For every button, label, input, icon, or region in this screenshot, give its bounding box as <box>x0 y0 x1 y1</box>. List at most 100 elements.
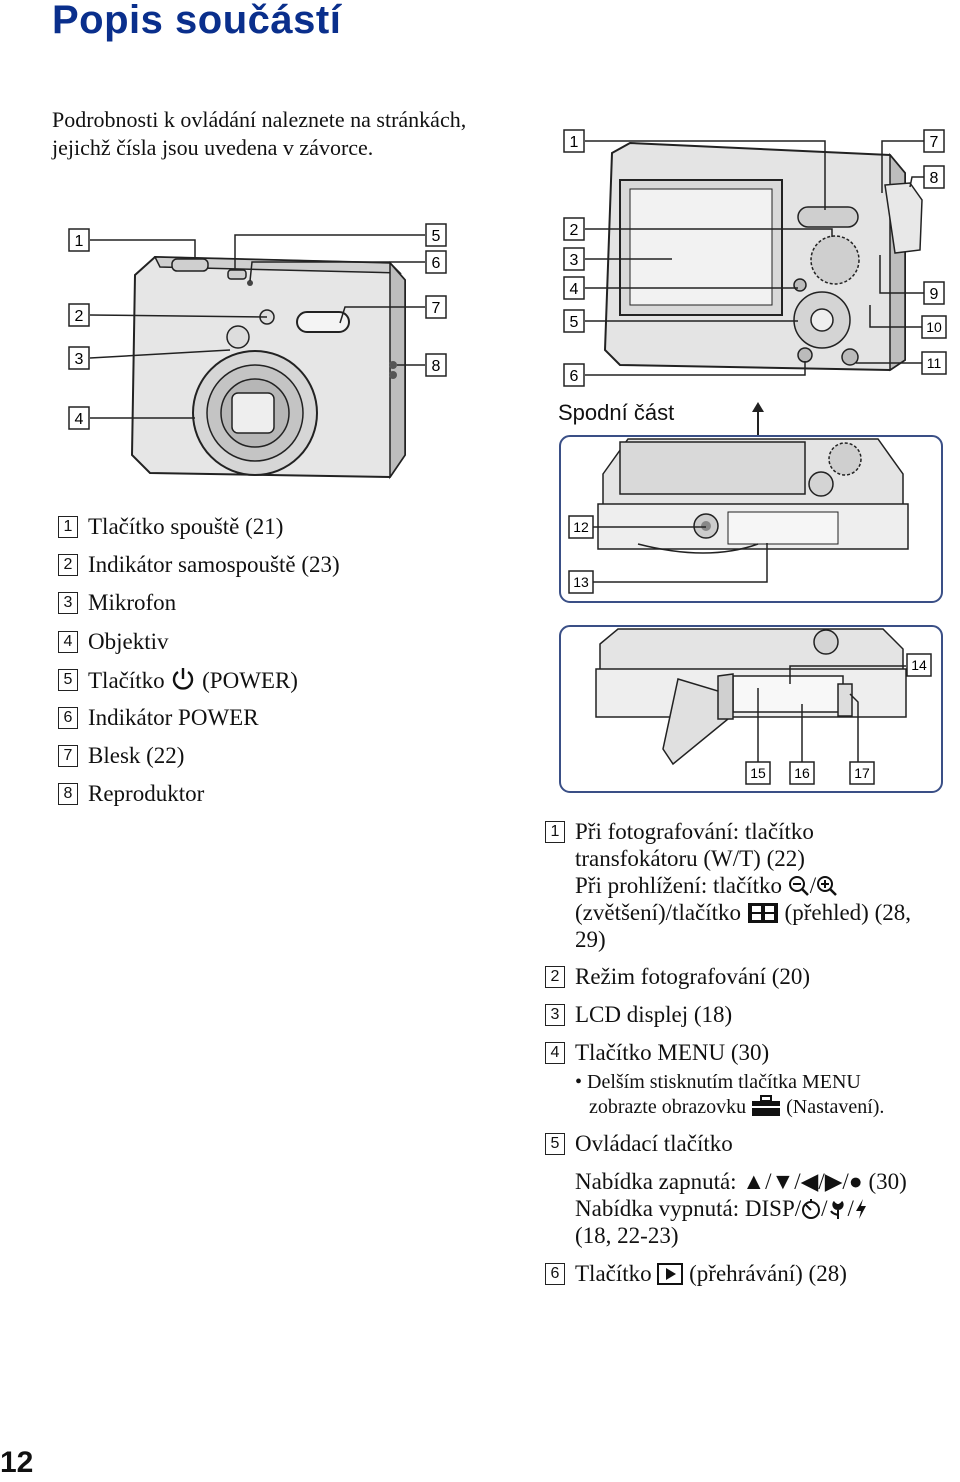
list-item: 3 Mikrofon <box>58 589 498 627</box>
back-callout-3: 3 <box>570 252 579 269</box>
note-line: • Delším stisknutím tlačítka MENU <box>575 1071 861 1093</box>
item-text-before: Tlačítko <box>88 667 165 693</box>
list-item: 8 Reproduktor <box>58 780 498 818</box>
item-text: Tlačítko (POWER) <box>88 666 298 694</box>
item-number: 5 <box>58 668 78 691</box>
item-number: 2 <box>545 966 565 988</box>
bottom-callout-12: 12 <box>573 519 589 535</box>
back-callout-2: 2 <box>570 222 579 239</box>
battery-callout-16: 16 <box>794 765 810 781</box>
back-callout-8: 8 <box>930 170 939 187</box>
list-item: 6 Tlačítko (přehrávání) (28) <box>545 1260 960 1287</box>
item-text: Tlačítko (přehrávání) (28) <box>575 1260 847 1287</box>
item-text: Objektiv <box>88 628 169 654</box>
note-text: Nabídka zapnutá: ▲/▼/◀/▶/● <box>575 1169 863 1194</box>
item-line: Při fotografování: tlačítko <box>575 819 814 844</box>
front-callout-3: 3 <box>75 351 84 368</box>
list-item: 3 LCD displej (18) <box>545 1001 960 1028</box>
toolbox-icon <box>752 1095 781 1116</box>
item-text-after: (přehrávání) (28) <box>689 1261 847 1286</box>
list-item: 1 Při fotografování: tlačítko transfokát… <box>545 818 960 953</box>
note-line: zobrazte obrazovku (Nastavení). <box>575 1095 960 1120</box>
back-callout-4: 4 <box>570 281 579 298</box>
separator: / <box>821 1196 828 1221</box>
page-title: Popis součástí <box>52 0 342 42</box>
list-item: 1 Tlačítko spouště (21) <box>58 513 498 551</box>
front-callout-4: 4 <box>75 411 84 428</box>
back-callout-10: 10 <box>926 319 942 335</box>
back-callout-1: 1 <box>570 134 579 151</box>
item-text-after: (POWER) <box>202 667 298 693</box>
back-callout-9: 9 <box>930 286 939 303</box>
list-item: 4 Objektiv <box>58 628 498 666</box>
list-item: 2 Indikátor samospouště (23) <box>58 551 498 589</box>
note-line: Nabídka zapnutá: ▲/▼/◀/▶/● (30) <box>575 1168 960 1195</box>
front-callout-2: 2 <box>75 308 84 325</box>
battery-callout-15: 15 <box>750 765 766 781</box>
bottom-view-label: Spodní část <box>558 400 675 425</box>
separator: / <box>809 873 817 898</box>
list-item: 7 Blesk (22) <box>58 742 498 780</box>
item-text: Tlačítko spouště (21) <box>88 514 284 539</box>
note-text: (Nastavení). <box>786 1096 885 1118</box>
flash-icon <box>855 1199 866 1219</box>
note-text: zobrazte obrazovku <box>589 1096 747 1118</box>
item-text: Při fotografování: tlačítko transfokátor… <box>575 818 911 953</box>
item-number: 6 <box>545 1263 565 1285</box>
item-number: 1 <box>545 821 565 843</box>
self-timer-icon <box>802 1199 821 1219</box>
list-item: 5 Ovládací tlačítko <box>545 1130 960 1157</box>
intro-text: Podrobnosti k ovládání naleznete na strá… <box>52 107 467 160</box>
item-text: Blesk (22) <box>88 743 185 769</box>
zoom-in-icon <box>817 876 837 896</box>
item-number: 4 <box>545 1042 565 1064</box>
list-item: 6 Indikátor POWER <box>58 704 498 742</box>
item-text: Reproduktor <box>88 781 205 807</box>
camera-bottom-illustration: 12 13 <box>559 435 943 603</box>
item-number: 5 <box>545 1133 565 1155</box>
front-callout-1: 1 <box>75 233 84 250</box>
item-text: Ovládací tlačítko <box>575 1131 733 1156</box>
item-line: transfokátoru (W/T) (22) <box>575 846 805 871</box>
macro-flower-icon <box>829 1201 844 1219</box>
item-number: 3 <box>545 1004 565 1026</box>
item-number: 2 <box>58 554 78 577</box>
item-note: Nabídka zapnutá: ▲/▼/◀/▶/● (30) Nabídka … <box>575 1168 960 1249</box>
battery-callout-17: 17 <box>854 765 870 781</box>
item-line-text: (přehled) (28, <box>784 900 911 925</box>
note-line: Nabídka vypnutá: DISP/ / / <box>575 1195 960 1222</box>
camera-back-illustration: 1 2 3 4 5 6 7 8 9 10 11 <box>563 129 947 387</box>
front-callout-8: 8 <box>432 358 441 375</box>
item-number: 6 <box>58 706 78 729</box>
separator: / <box>847 1196 854 1221</box>
front-parts-list: 1 Tlačítko spouště (21) 2 Indikátor samo… <box>58 513 498 819</box>
page-number: 12 <box>0 1446 34 1479</box>
back-callout-5: 5 <box>570 314 579 331</box>
list-item: 2 Režim fotografování (20) <box>545 963 960 990</box>
item-line: (zvětšení)/tlačítko (přehled) (28, <box>575 899 911 926</box>
item-number: 8 <box>58 783 78 806</box>
front-callout-7: 7 <box>432 300 441 317</box>
list-item: 5 Tlačítko (POWER) <box>58 666 498 704</box>
back-callout-badges: 1 2 3 4 5 6 7 8 9 10 11 <box>563 129 947 387</box>
item-text: Režim fotografování (20) <box>575 964 811 989</box>
power-icon <box>173 667 194 690</box>
front-callout-badges: 1 2 3 4 5 6 7 8 <box>68 223 447 430</box>
index-grid-icon <box>747 903 778 923</box>
play-icon <box>657 1263 684 1285</box>
back-parts-list: 1 Při fotografování: tlačítko transfokát… <box>545 818 960 1287</box>
battery-callout-14: 14 <box>911 657 927 673</box>
front-callout-6: 6 <box>432 255 441 272</box>
item-line-text: (zvětšení)/tlačítko <box>575 900 742 925</box>
back-callout-11: 11 <box>927 355 942 371</box>
note-line: (18, 22-23) <box>575 1223 679 1248</box>
back-callout-7: 7 <box>930 134 939 151</box>
list-item: 4 Tlačítko MENU (30) <box>545 1039 960 1066</box>
item-line: 29) <box>575 927 606 952</box>
item-text: Mikrofon <box>88 590 177 616</box>
item-number: 4 <box>58 630 78 653</box>
item-text: LCD displej (18) <box>575 1002 733 1027</box>
item-number: 3 <box>58 592 78 615</box>
bottom-callout-13: 13 <box>573 574 589 590</box>
item-number: 7 <box>58 745 78 768</box>
